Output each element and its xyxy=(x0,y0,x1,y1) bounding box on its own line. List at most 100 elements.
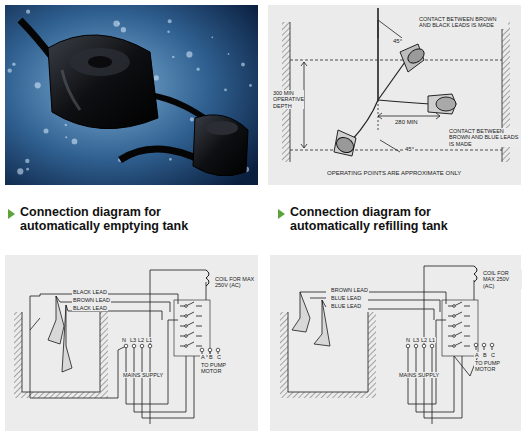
contact-terminal xyxy=(453,335,456,338)
contact-terminal xyxy=(185,315,188,318)
water-drop xyxy=(35,82,41,88)
dimension: 300 MIN OPERATIVE DEPTH xyxy=(272,90,304,109)
supply-label: MAINS SUPPLY xyxy=(122,372,164,378)
relay-contact xyxy=(180,302,202,306)
water-drop xyxy=(172,56,174,58)
terminal-label: A xyxy=(474,352,480,358)
note: OPERATING POINTS ARE APPROXIMATE ONLY xyxy=(326,170,462,177)
water-drop xyxy=(121,27,126,32)
water-drop xyxy=(65,124,67,126)
terminal-label: L2 xyxy=(420,337,428,343)
terminal-label: C xyxy=(490,352,496,358)
contact-terminal xyxy=(453,345,456,348)
water-drop xyxy=(211,36,213,38)
water-drop xyxy=(241,63,245,67)
terminal xyxy=(200,348,204,352)
terminal xyxy=(474,343,478,347)
float-switch-photo xyxy=(20,20,248,176)
terminal xyxy=(490,343,494,347)
terminal-label: L1 xyxy=(145,337,153,343)
lead-label: BLUE LEAD xyxy=(330,295,362,301)
contact-terminal xyxy=(185,325,188,328)
water-drop xyxy=(154,75,159,80)
relay-contact xyxy=(180,322,202,326)
terminal xyxy=(148,344,152,348)
water-drop xyxy=(190,117,194,121)
photo-background xyxy=(5,5,258,185)
relay-contact xyxy=(448,322,470,326)
water-drop xyxy=(249,84,252,87)
contact-terminal xyxy=(453,305,456,308)
terminal-label: L2 xyxy=(137,337,145,343)
dimension: 280 MIN xyxy=(394,119,419,126)
terminal-label: A xyxy=(200,354,206,360)
terminal-label: L1 xyxy=(428,337,436,343)
terminal-label: C xyxy=(216,354,222,360)
water-drop xyxy=(26,10,30,14)
panel xyxy=(270,255,521,431)
water-drop xyxy=(167,30,170,33)
water-drop xyxy=(65,136,67,138)
relay-contact xyxy=(448,312,470,316)
terminal xyxy=(430,344,434,348)
terminal-label: N xyxy=(121,337,127,343)
terminal xyxy=(422,344,426,348)
contact-terminal xyxy=(185,305,188,308)
lead-label: BROWN LEAD xyxy=(72,297,111,303)
water-drop xyxy=(224,89,227,92)
water-drop xyxy=(25,159,29,163)
emptying-wiring xyxy=(14,270,218,424)
water-drop xyxy=(168,19,172,23)
relay-contact xyxy=(448,302,470,306)
terminal xyxy=(216,348,220,352)
water-drop xyxy=(197,68,200,71)
angle: 45° xyxy=(392,38,403,45)
refilling-wiring xyxy=(280,266,492,424)
relay-contact xyxy=(448,342,470,346)
motor-label: TO PUMP MOTOR xyxy=(474,360,510,373)
relay-contact xyxy=(448,332,470,336)
note: CONTACT BETWEEN BROWN AND BLACK LEADS IS… xyxy=(418,16,508,29)
water-drop xyxy=(72,139,78,145)
angle: 45° xyxy=(404,146,415,153)
water-drop xyxy=(169,158,172,161)
lead-label: BLUE LEAD xyxy=(330,303,362,309)
contact-terminal xyxy=(185,345,188,348)
terminal-label: L3 xyxy=(129,337,137,343)
heading-marker xyxy=(278,209,285,219)
contact-terminal xyxy=(453,315,456,318)
relay-contact xyxy=(180,332,202,336)
motor-label: TO PUMP MOTOR xyxy=(200,362,234,375)
water-drop xyxy=(12,63,15,66)
terminal xyxy=(482,343,486,347)
water-drop xyxy=(17,168,23,174)
terminal xyxy=(414,344,418,348)
note: CONTACT BETWEEN BROWN AND BLUE LEADS IS … xyxy=(448,128,520,147)
lead-label: BROWN LEAD xyxy=(330,287,369,293)
panel xyxy=(268,5,521,185)
terminal-label: B xyxy=(208,354,214,360)
lead-label: BLACK LEAD xyxy=(72,305,108,311)
lead-label: BLACK LEAD xyxy=(72,289,108,295)
water-drop xyxy=(8,68,12,72)
terminal-label: N xyxy=(405,337,411,343)
water-drop xyxy=(44,129,49,134)
terminal xyxy=(124,344,128,348)
heading: Connection diagram for automatically emp… xyxy=(20,205,220,233)
terminal xyxy=(140,344,144,348)
terminal-label: B xyxy=(482,352,488,358)
terminal-label: L3 xyxy=(412,337,420,343)
coil-label: COIL FOR MAX 250V (AC) xyxy=(482,270,522,289)
relay-contact xyxy=(180,312,202,316)
contact-terminal xyxy=(185,335,188,338)
heading: Connection diagram for automatically ref… xyxy=(290,205,490,233)
water-drop xyxy=(113,20,119,26)
water-drop xyxy=(228,53,230,55)
relay-contact xyxy=(180,342,202,346)
terminal xyxy=(132,344,136,348)
coil-label: COIL FOR MAX 250V (AC) xyxy=(214,276,256,289)
terminal xyxy=(406,344,410,348)
panel xyxy=(5,255,258,431)
float-positions xyxy=(334,44,456,156)
contact-terminal xyxy=(453,325,456,328)
